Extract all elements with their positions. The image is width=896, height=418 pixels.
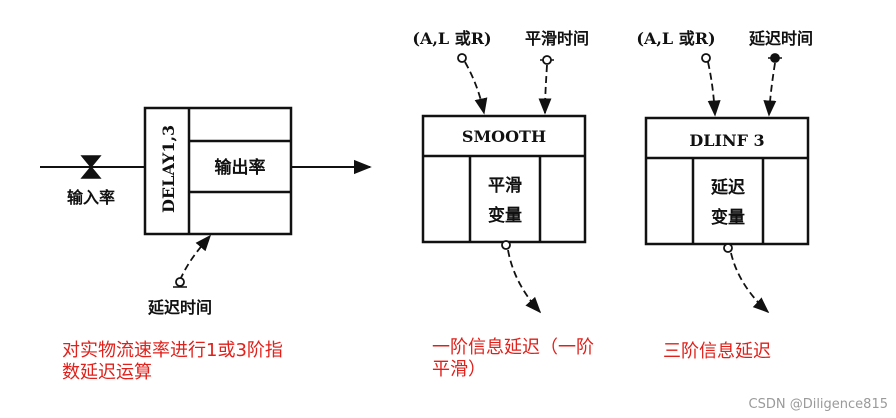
smooth-param-source-icon — [457, 53, 467, 63]
smooth-caption-line1: 一阶信息延迟（一阶 — [432, 337, 594, 358]
delay-caption-line2: 数延迟运算 — [62, 362, 152, 383]
output-rate-label: 输出率 — [215, 157, 266, 178]
dlinf3-param-link — [707, 61, 721, 117]
dlinf3-time-link — [763, 62, 777, 117]
dlinf3-output-link — [730, 252, 770, 314]
smooth-output-point-icon — [501, 240, 511, 250]
smooth-param-label: (A,L 或R) — [412, 29, 491, 48]
smooth-var-line1: 平滑 — [488, 176, 522, 196]
smooth-output-link — [507, 249, 542, 314]
watermark: CSDN @Diligence815 — [748, 397, 889, 412]
dlinf3-time-label: 延迟时间 — [748, 29, 813, 48]
dlinf3-output-point-icon — [723, 243, 733, 253]
dlinf3-param-source-icon — [701, 53, 711, 63]
delay-time-source-icon — [173, 277, 187, 288]
delay-block — [143, 106, 293, 236]
dlinf3-time-source-icon — [768, 53, 782, 63]
smooth-block-title: SMOOTH — [462, 127, 546, 146]
dlinf3-var-line1: 延迟 — [710, 177, 745, 198]
smooth-var-line2: 变量 — [488, 205, 522, 226]
smooth-time-source-icon — [540, 55, 554, 65]
delay-time-link — [179, 234, 212, 281]
smooth-param-link — [464, 61, 488, 115]
delay-time-label: 延迟时间 — [147, 298, 212, 317]
dlinf3-var-line2: 变量 — [711, 207, 745, 228]
delay-block-label: DELAY1,3 — [159, 125, 178, 213]
delay-caption: 对实物流速率进行1或3阶指 数延迟运算 — [62, 340, 283, 384]
dlinf3-param-label: (A,L 或R) — [636, 29, 715, 48]
smooth-time-link — [538, 64, 552, 115]
dlinf3-caption: 三阶信息延迟 — [663, 341, 771, 362]
smooth-caption-line2: 平滑） — [432, 359, 486, 380]
valve-icon — [80, 155, 102, 179]
smooth-caption: 一阶信息延迟（一阶 平滑） — [432, 337, 594, 381]
delay-caption-line1: 对实物流速率进行1或3阶指 — [62, 340, 283, 361]
dlinf3-block-title: DLINF 3 — [689, 131, 764, 150]
input-rate-label: 输入率 — [67, 188, 115, 207]
smooth-time-label: 平滑时间 — [525, 29, 589, 48]
